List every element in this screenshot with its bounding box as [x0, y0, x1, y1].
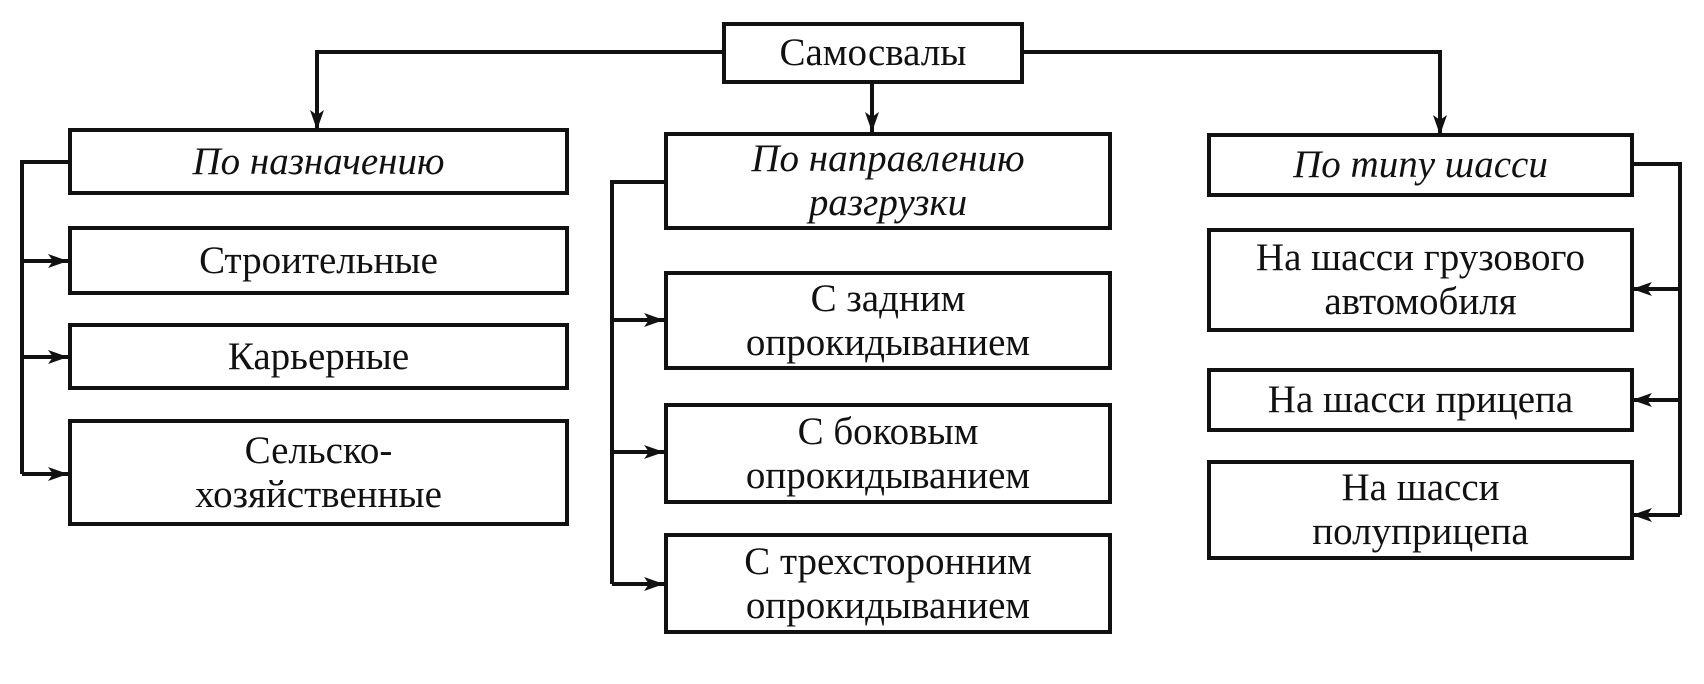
node-semitrailer-chassis: На шасси полуприцепа — [1207, 460, 1634, 560]
node-side-tipping: С боковым опрокидыванием — [664, 403, 1112, 504]
node-truck-chassis: На шасси грузового автомобиля — [1207, 228, 1634, 332]
connector-root-to-purpose — [310, 50, 722, 130]
bus-purpose — [20, 160, 70, 474]
bus-unloading — [610, 180, 666, 584]
node-agricultural: Сельско- хозяйственные — [68, 419, 569, 526]
node-three-way-tipping: С трехсторонним опрокидыванием — [664, 533, 1112, 634]
root-node: Самосвалы — [722, 22, 1024, 84]
bus-chassis — [1630, 162, 1682, 515]
category-unloading-direction: По направлению разгрузки — [664, 132, 1112, 230]
node-rear-tipping: С задним опрокидыванием — [664, 271, 1112, 370]
node-quarry: Карьерные — [68, 323, 569, 390]
node-construction: Строительные — [68, 226, 569, 295]
category-purpose: По назначению — [68, 128, 569, 195]
category-chassis-type: По типу шасси — [1207, 133, 1634, 197]
connector-root-to-chassis — [1022, 50, 1447, 135]
node-trailer-chassis: На шасси прицепа — [1207, 368, 1634, 432]
